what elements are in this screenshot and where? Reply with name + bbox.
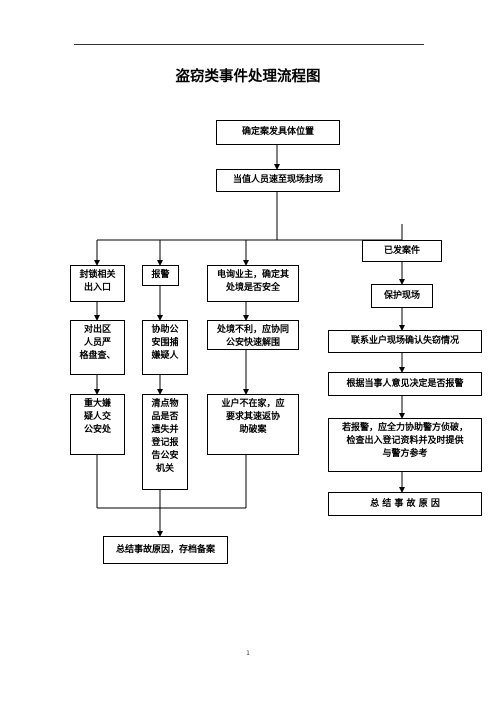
page-title: 盗窃类事件处理流程图	[175, 69, 321, 85]
node-contact-owner: 联系业户现场确认失窃情况	[328, 330, 482, 353]
node-report-police: 报警	[142, 265, 179, 286]
node-call-owner: 电询业主，确定其 处境是否安全	[207, 265, 299, 302]
node-assist-police: 协助公 安围捕 嫌疑人	[142, 320, 188, 375]
node-list-items: 清点物 品是否 遗失并 登记报 告公安 机关	[142, 394, 188, 490]
node-check-people: 对出区 人员严 格盘查、	[70, 320, 125, 375]
node-seal-scene: 当值人员速至现场封场	[216, 169, 340, 192]
node-owner-return: 业户不在家，应 要求其速返协 助破案	[207, 394, 299, 455]
node-summarize-causes: 总 结 事 故 原 因	[328, 492, 482, 516]
node-close-entrances: 封锁相关 出入口	[70, 265, 125, 302]
node-protect-scene: 保护现场	[371, 284, 433, 308]
node-handover-suspect: 重大嫌 疑人交 公安处	[70, 394, 125, 455]
node-decide-report: 根据当事人意见决定是否报警	[328, 372, 482, 396]
node-danger-cooperate: 处境不利，应协同 公安快速解围	[207, 320, 299, 350]
node-occurred-case: 已发案件	[362, 240, 442, 262]
node-summarize-archive: 总结事故原因，存档备案	[103, 536, 228, 564]
page-number: 1	[246, 650, 250, 657]
node-confirm-location: 确定案发具体位置	[216, 120, 340, 145]
node-assist-investigation: 若报警，应全力协助警方侦破， 检查出入登记资料并及时提供 与警方参考	[328, 418, 482, 472]
header-rule	[74, 44, 424, 45]
